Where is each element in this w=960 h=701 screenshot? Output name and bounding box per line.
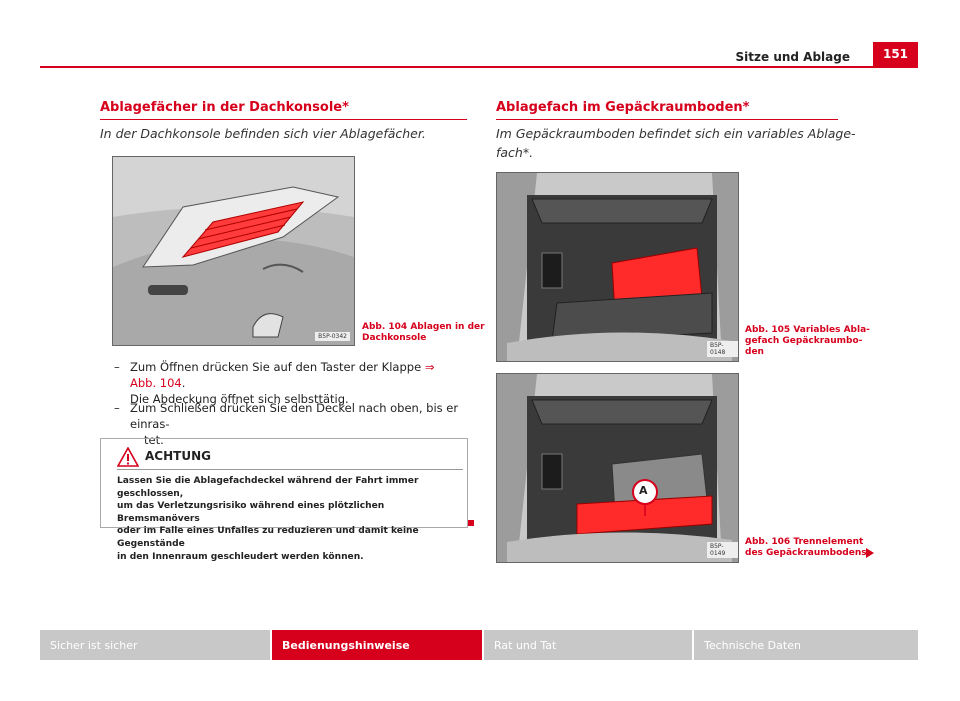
section-end-marker bbox=[468, 520, 474, 526]
figure-code: B5P-0342 bbox=[315, 332, 350, 341]
figure-roof-console: B5P-0342 bbox=[112, 156, 355, 346]
figure-trunk-storage: B5P-0148 bbox=[496, 172, 739, 362]
figure-reference-link[interactable]: ⇒ Abb. 104 bbox=[130, 360, 435, 390]
trunk-divider-illustration bbox=[497, 374, 738, 562]
figure-106-caption: Abb. 106 Trennelement des Gepäckraumbode… bbox=[745, 537, 867, 558]
warning-box: ACHTUNG Lassen Sie die Ablagefachdeckel … bbox=[100, 438, 468, 562]
figure-code: B5P-0148 bbox=[707, 341, 738, 357]
warning-triangle-icon bbox=[117, 447, 139, 467]
warning-text: Lassen Sie die Ablagefachdeckel während … bbox=[117, 476, 419, 562]
footer-nav-technik[interactable]: Technische Daten bbox=[694, 630, 918, 660]
right-intro: Im Gepäckraumboden befindet sich ein var… bbox=[496, 126, 856, 160]
left-heading-rule bbox=[100, 119, 467, 120]
roof-console-illustration bbox=[113, 157, 354, 345]
warning-rule bbox=[117, 469, 463, 470]
left-intro: In der Dachkonsole befinden sich vier Ab… bbox=[100, 126, 426, 141]
step-close: – Zum Schließen drücken Sie den Deckel n… bbox=[114, 401, 459, 447]
callout-label: A bbox=[639, 484, 648, 497]
warning-title: ACHTUNG bbox=[145, 449, 211, 463]
left-section-heading: Ablagefächer in der Dachkonsole* bbox=[100, 100, 349, 115]
right-section-heading: Ablagefach im Gepäckraumboden* bbox=[496, 100, 750, 115]
footer-nav-rat[interactable]: Rat und Tat bbox=[484, 630, 692, 660]
figure-105-caption: Abb. 105 Variables Abla- gefach Gepäckra… bbox=[745, 325, 870, 357]
figure-code: B5P-0149 bbox=[707, 542, 738, 558]
running-header-title: Sitze und Ablage bbox=[735, 50, 850, 64]
footer-nav-bedienung[interactable]: Bedienungshinweise bbox=[272, 630, 482, 660]
trunk-storage-illustration bbox=[497, 173, 738, 361]
header-rule bbox=[40, 66, 918, 68]
right-heading-rule bbox=[496, 119, 838, 120]
figure-104-caption: Abb. 104 Ablagen in der Dachkonsole bbox=[362, 322, 485, 343]
footer-nav-sicher[interactable]: Sicher ist sicher bbox=[40, 630, 270, 660]
figure-trunk-divider: A B5P-0149 bbox=[496, 373, 739, 563]
step-open: – Zum Öffnen drücken Sie auf den Taster … bbox=[114, 360, 435, 406]
triangle-right-icon bbox=[866, 548, 874, 558]
page-number-badge: 151 bbox=[873, 42, 918, 66]
